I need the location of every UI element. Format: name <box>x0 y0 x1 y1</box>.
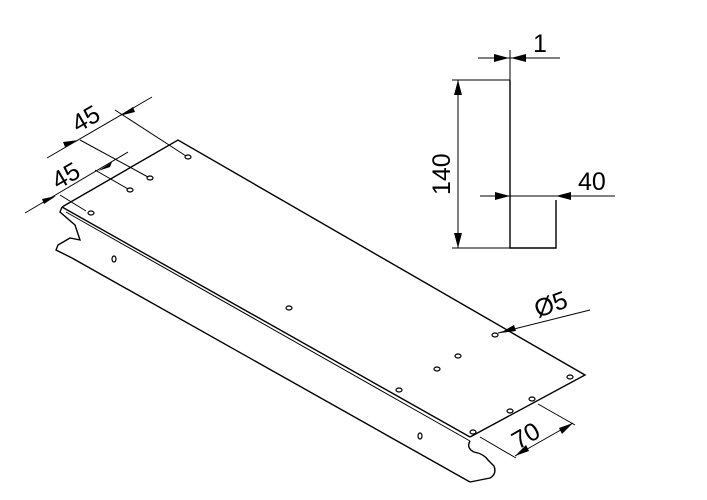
hole <box>506 408 514 414</box>
hole <box>395 387 403 393</box>
hole-diameter-callout: Ø5 <box>497 286 591 334</box>
hole <box>528 396 536 402</box>
hole <box>126 187 134 193</box>
thickness-label: 1 <box>533 30 547 58</box>
hole <box>454 353 462 359</box>
hole <box>184 154 192 160</box>
fold-edge <box>61 206 471 438</box>
pitch-b-label: 45 <box>67 100 105 138</box>
hole <box>417 432 423 440</box>
hole <box>285 305 293 311</box>
front-profile <box>467 440 496 483</box>
hole <box>469 429 477 435</box>
section-profile <box>509 80 557 249</box>
hole <box>491 332 499 338</box>
hole <box>433 366 441 372</box>
edge-offset-label: 70 <box>507 417 545 455</box>
pitch-a-label: 45 <box>47 157 85 195</box>
fold-edge-inner <box>65 211 471 442</box>
back-profile <box>55 206 82 259</box>
hole <box>111 255 117 263</box>
lower-flange-edge <box>71 257 471 483</box>
height-label: 140 <box>428 153 456 195</box>
plate-outline <box>61 139 587 438</box>
pitch-dimensions: 45 45 <box>24 96 187 214</box>
hole <box>87 210 95 216</box>
hole <box>146 175 154 181</box>
section-view: 140 1 40 <box>428 30 615 249</box>
hole-diameter-label: Ø5 <box>530 286 571 324</box>
edge-offset-dimension: 70 <box>479 403 576 459</box>
flange-label: 40 <box>578 168 606 196</box>
holes <box>87 154 574 440</box>
isometric-part <box>55 139 587 483</box>
hole <box>566 374 574 380</box>
